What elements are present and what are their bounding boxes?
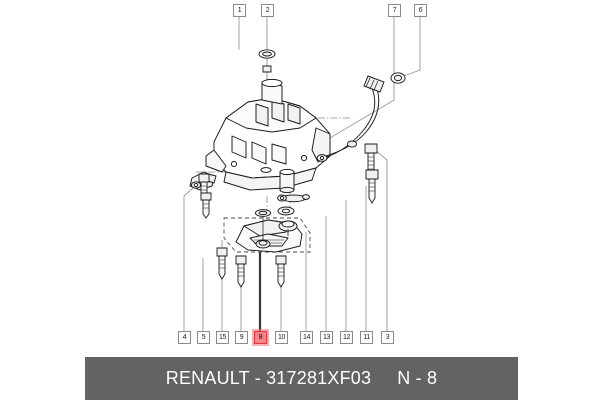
washer-part-12-hole [281, 208, 291, 214]
bolt-9-shank [237, 263, 245, 288]
seal-ring-inner [262, 51, 272, 57]
callout-2[interactable]: 2 [261, 4, 274, 17]
spacer-sleeve-top [279, 168, 295, 176]
callout-9[interactable]: 9 [235, 331, 248, 344]
harness-oring-inner [393, 74, 403, 82]
leader-line-4 [183, 181, 201, 331]
bracket-eye-hole [193, 182, 199, 188]
valve-body-rib-1 [231, 135, 247, 159]
leader-lines-group [183, 17, 421, 331]
callout-10[interactable]: 10 [275, 331, 288, 344]
callout-6[interactable]: 6 [414, 4, 427, 17]
bolt-9-head [235, 255, 247, 265]
callout-15[interactable]: 15 [216, 331, 229, 344]
footer-caption-text: RENAULT - 317281XF03 N - 8 [165, 368, 438, 388]
bolt-4-threads [203, 203, 209, 209]
dashed-group-boundary [223, 217, 311, 253]
bolt-15-shank [218, 255, 226, 280]
bolt-7-head [365, 169, 379, 180]
valve-body-bore-front [260, 167, 272, 173]
strainer-inlet-bore [258, 240, 268, 246]
bolt-9-threads [238, 267, 244, 277]
callout-11[interactable]: 11 [360, 331, 373, 344]
valve-body-left-flange [205, 149, 227, 173]
valve-body-assembly [205, 78, 331, 191]
bolt-4-head [200, 192, 212, 201]
callout-13[interactable]: 13 [320, 331, 333, 344]
solenoid-block-c [287, 103, 301, 125]
bolt-10-shank [277, 263, 285, 288]
strainer-group-outline [223, 217, 311, 253]
harness-clip-mid [346, 140, 358, 148]
harness-connector-ribs [365, 77, 379, 91]
valve-body-rib-2 [251, 141, 267, 165]
harness-cable-lower [323, 87, 376, 159]
wiring-harness-part-6-7 [316, 72, 406, 162]
callout-1[interactable]: 1 [233, 4, 246, 17]
bolt-10-head [275, 255, 287, 265]
lever-arm-tip [302, 194, 310, 200]
seal-plug-top [281, 220, 295, 228]
bolt-7-threads [369, 182, 375, 192]
callout-3[interactable]: 3 [381, 331, 394, 344]
bolt-10-threads [278, 267, 284, 277]
footer-caption-bar: RENAULT - 317281XF03 N - 8 [85, 357, 518, 400]
valve-body-port-right [300, 154, 308, 162]
bolts-group [198, 65, 379, 288]
spacer-sleeve-bottom [279, 186, 295, 194]
leader-line-7 [329, 17, 395, 139]
bolt-part-7-lower [365, 169, 379, 204]
leader-line-6 [397, 17, 421, 79]
seal-ring-part-2 [258, 49, 276, 59]
bolt-3-head [364, 143, 378, 154]
bolt-1-head [262, 65, 272, 73]
strainer-oring-inner [258, 210, 268, 216]
bolt-part-15 [216, 247, 228, 280]
harness-end-hole [319, 155, 325, 161]
bolt-part-9-lower [235, 255, 247, 288]
bolt-5-head [198, 173, 210, 183]
valve-body-rib-3 [271, 143, 287, 165]
bolt-4-shank [202, 199, 210, 219]
sensor-stack-part-11-12-13-14 [276, 168, 310, 236]
bolt-part-10 [275, 255, 287, 288]
callout-14[interactable]: 14 [300, 331, 313, 344]
bolt-15-head [216, 247, 228, 257]
lever-arm-pivot-hole [279, 195, 285, 201]
callout-7[interactable]: 7 [388, 4, 401, 17]
solenoid-block-a [255, 103, 269, 127]
callout-5[interactable]: 5 [197, 331, 210, 344]
callout-4[interactable]: 4 [178, 331, 191, 344]
callout-8-selected[interactable]: 8 [254, 331, 267, 344]
bolt-part-4-upper [200, 192, 212, 219]
leader-line-3 [374, 149, 388, 331]
bolt-3-threads [368, 156, 374, 170]
bolt-15-threads [219, 259, 225, 269]
valve-body-tower-top [261, 78, 283, 88]
callout-12[interactable]: 12 [340, 331, 353, 344]
valve-body-port-left [230, 160, 238, 168]
bolt-part-1-top [262, 65, 272, 73]
